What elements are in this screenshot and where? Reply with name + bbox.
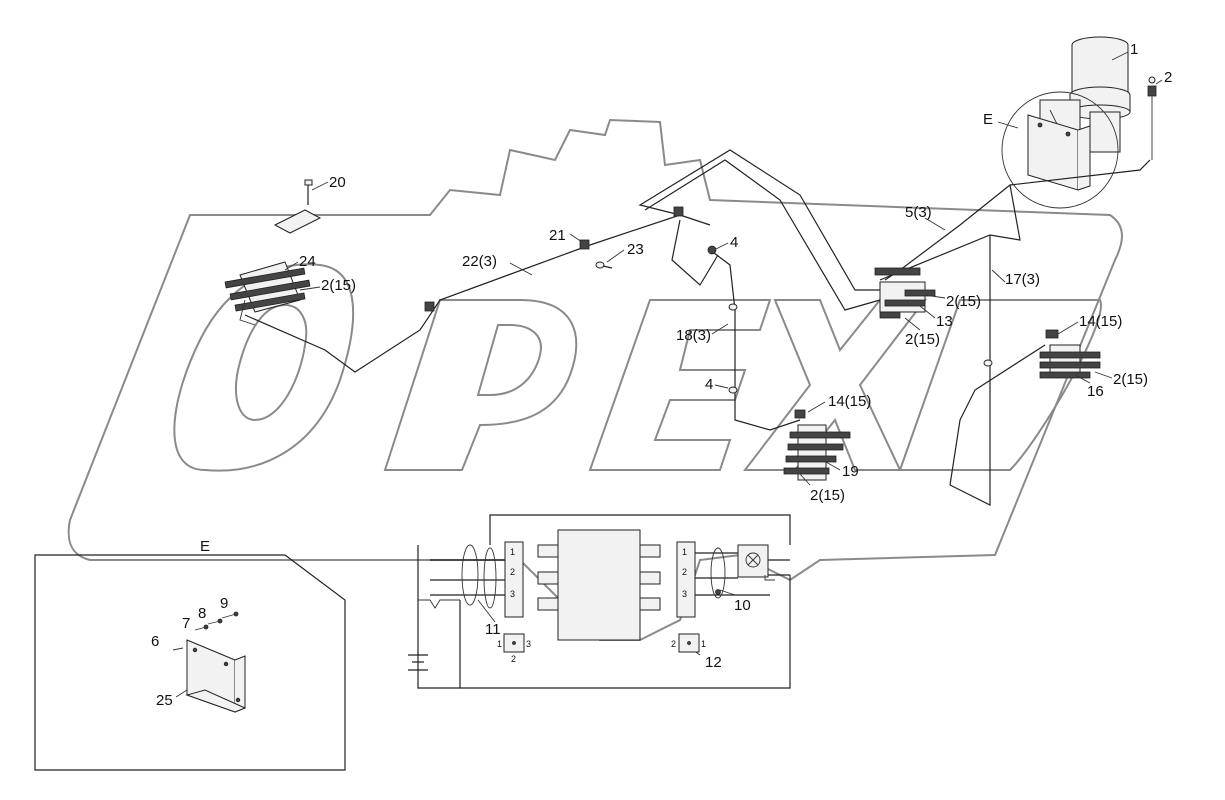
grease-fitting-2 [1147,76,1157,160]
term-left-1: 1 [510,547,515,557]
distributor-16 [1039,329,1101,379]
callout-25: 25 [156,692,173,709]
callout-14-15-mid: 14(15) [828,393,871,410]
callout-19: 19 [842,463,859,480]
callout-23: 23 [627,241,644,258]
callout-9: 9 [220,595,228,612]
callout-2-15-13b: 2(15) [905,331,940,348]
plate-20 [273,209,322,234]
callout-4-upper: 4 [730,234,738,251]
distributor-24 [224,261,311,326]
term-left-2: 2 [510,567,515,577]
bolt-20 [304,179,313,205]
wiring-schematic [408,514,791,689]
callout-E-panel: E [200,538,210,555]
callout-2-15-16: 2(15) [1113,371,1148,388]
fitting-4-upper [707,245,717,255]
relay-11-box [504,541,524,618]
plug11-bottom: 2 [511,654,516,664]
callout-2-15-19: 2(15) [810,487,845,504]
watermark-P [383,299,578,471]
callout-21: 21 [549,227,566,244]
callout-20: 20 [329,174,346,191]
callout-2-15-left: 2(15) [321,277,356,294]
callout-1: 1 [1130,41,1138,58]
plug12-right: 1 [701,639,706,649]
callout-4-lower: 4 [705,376,713,393]
detail-E-circle [1001,91,1119,209]
plug12-left: 2 [671,639,676,649]
detail-E-bracket [1027,114,1091,191]
watermark-O [173,263,355,472]
plug11-mid: 3 [526,639,531,649]
callout-22-3: 22(3) [462,253,497,270]
callout-17-3: 17(3) [1005,271,1040,288]
callout-E: E [983,111,993,128]
fitting-top [673,206,684,217]
bolt-23 [595,261,613,269]
watermark-gear-outline [67,118,1123,641]
ecu-module [557,529,641,641]
callout-24: 24 [299,253,316,270]
callout-2-15-13a: 2(15) [946,293,981,310]
distributor-19 [783,409,851,481]
callout-18-3: 18(3) [676,327,711,344]
indicator-lamp [737,544,769,578]
callout-14-15-right: 14(15) [1079,313,1122,330]
term-right-2: 2 [682,567,687,577]
callout-13: 13 [936,313,953,330]
callout-7: 7 [182,615,190,632]
fitting-4-lower [728,386,738,394]
plug11-left: 1 [497,639,502,649]
callout-10: 10 [734,597,751,614]
callout-11: 11 [485,621,501,638]
callout-8: 8 [198,605,206,622]
term-left-3: 3 [510,589,515,599]
callout-12: 12 [705,654,722,671]
relay-12-box [676,541,696,618]
term-right-3: 3 [682,589,687,599]
fitting-connector-right [983,359,993,367]
callout-16: 16 [1087,383,1104,400]
leader-lines [284,51,1163,656]
fitting-21 [579,239,590,250]
callout-6: 6 [151,633,159,650]
watermark-gear-right [898,299,1102,471]
watermark-E [588,299,772,471]
callout-5-3: 5(3) [905,204,932,221]
callout-2: 2 [1164,69,1172,86]
fitting-connector-mid [728,303,738,311]
distributor-13 [874,267,936,319]
detail-E-panel [34,554,346,771]
fitting-left [424,301,435,312]
term-right-1: 1 [682,547,687,557]
